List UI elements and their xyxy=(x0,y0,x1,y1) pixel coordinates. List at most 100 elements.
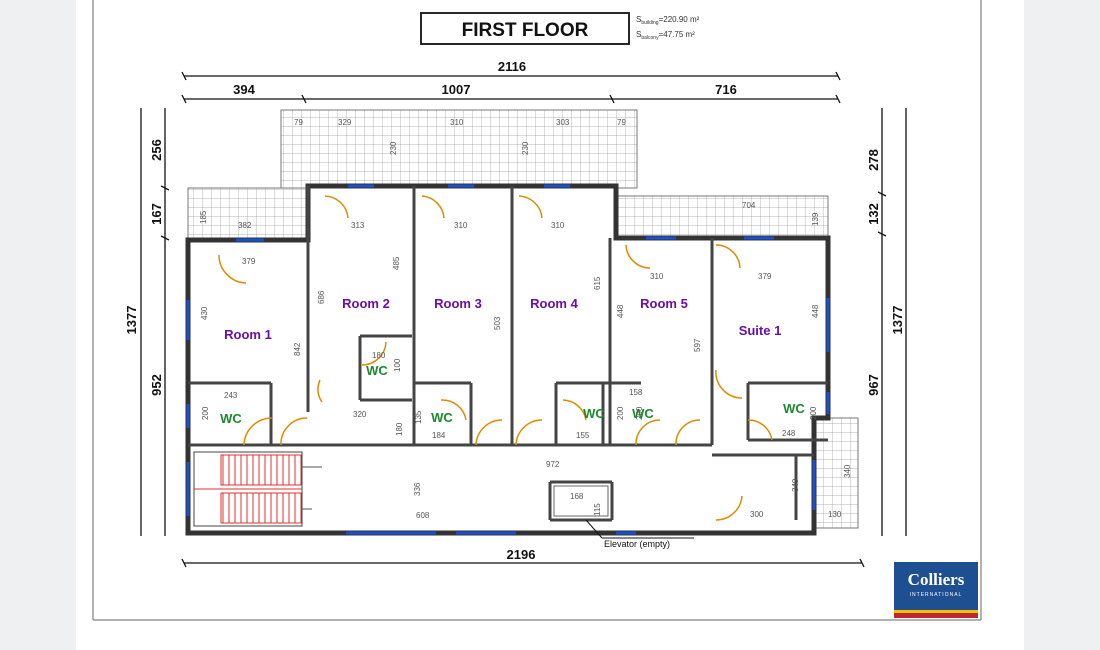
elevator-shaft xyxy=(553,485,609,517)
svg-text:300: 300 xyxy=(750,510,764,519)
right-dimensions xyxy=(877,108,907,536)
svg-text:79: 79 xyxy=(617,118,626,127)
svg-text:597: 597 xyxy=(693,338,702,352)
dim-right-c: 967 xyxy=(866,374,881,396)
left-dimensions xyxy=(140,108,170,536)
title-block: FIRST FLOOR Sbuilding=220.90 m² Sbalcony… xyxy=(420,12,700,45)
dim-top-right: 716 xyxy=(715,82,737,97)
dim-right-a: 278 xyxy=(866,149,881,171)
elevator-note: Elevator (empty) xyxy=(585,519,694,549)
svg-text:180: 180 xyxy=(372,351,386,360)
svg-text:310: 310 xyxy=(450,118,464,127)
svg-text:310: 310 xyxy=(454,221,468,230)
svg-text:336: 336 xyxy=(413,482,422,496)
svg-text:313: 313 xyxy=(351,221,365,230)
svg-text:230: 230 xyxy=(521,141,530,155)
balcony-left xyxy=(187,187,309,241)
svg-text:100: 100 xyxy=(393,358,402,372)
svg-text:503: 503 xyxy=(493,316,502,330)
room-2-label: Room 2 xyxy=(342,296,390,311)
svg-text:842: 842 xyxy=(293,342,302,356)
room-1-label: Room 1 xyxy=(224,327,272,342)
svg-text:243: 243 xyxy=(224,391,238,400)
wc-suite-1-label: WC xyxy=(783,401,805,416)
area-building-label: Sbuilding=220.90 m² xyxy=(636,15,700,26)
doors xyxy=(218,195,773,521)
plan-title: FIRST FLOOR xyxy=(462,20,589,41)
svg-text:158: 158 xyxy=(629,388,643,397)
svg-text:135: 135 xyxy=(414,410,423,424)
wc-room-2-label: WC xyxy=(366,363,388,378)
area-balcony-label: Sbalcony=47.75 m² xyxy=(636,30,695,41)
dim-left-a: 256 xyxy=(149,139,164,161)
balcony-top xyxy=(280,109,638,189)
svg-text:200: 200 xyxy=(201,406,210,420)
elevator-note-text: Elevator (empty) xyxy=(604,539,670,549)
room-4-label: Room 4 xyxy=(530,296,578,311)
svg-text:200: 200 xyxy=(616,406,625,420)
dim-top-left: 394 xyxy=(233,82,255,97)
wc-room-3-label: WC xyxy=(431,410,453,425)
svg-text:972: 972 xyxy=(546,460,560,469)
svg-text:382: 382 xyxy=(238,221,252,230)
svg-text:180: 180 xyxy=(395,422,404,436)
svg-text:704: 704 xyxy=(742,201,756,210)
colliers-logo: Colliers INTERNATIONAL xyxy=(894,562,978,618)
inner-dimensions: 79 329 310 303 79 230 230 382 185 704 13… xyxy=(199,118,852,520)
svg-text:139: 139 xyxy=(811,212,820,226)
svg-text:485: 485 xyxy=(392,256,401,270)
interior-walls xyxy=(188,186,828,522)
windows xyxy=(186,184,830,535)
dim-left-c: 952 xyxy=(149,374,164,396)
svg-text:608: 608 xyxy=(416,511,430,520)
svg-text:200: 200 xyxy=(635,406,644,420)
svg-text:349: 349 xyxy=(791,478,800,492)
svg-text:168: 168 xyxy=(570,492,584,501)
svg-text:320: 320 xyxy=(353,410,367,419)
dim-right-b: 132 xyxy=(866,203,881,225)
svg-text:615: 615 xyxy=(593,276,602,290)
svg-text:155: 155 xyxy=(576,431,590,440)
svg-text:79: 79 xyxy=(294,118,303,127)
dim-total-top: 2116 xyxy=(498,59,526,74)
svg-text:184: 184 xyxy=(432,431,446,440)
floor-plan-drawing: FIRST FLOOR Sbuilding=220.90 m² Sbalcony… xyxy=(92,0,982,621)
svg-text:310: 310 xyxy=(551,221,565,230)
svg-text:Colliers: Colliers xyxy=(908,570,965,589)
wc-room-1-label: WC xyxy=(220,411,242,426)
wc-room-4-label: WC xyxy=(583,406,605,421)
svg-text:115: 115 xyxy=(593,503,602,516)
room-3-label: Room 3 xyxy=(434,296,482,311)
svg-text:379: 379 xyxy=(758,272,772,281)
svg-text:329: 329 xyxy=(338,118,352,127)
svg-text:200: 200 xyxy=(809,406,818,420)
svg-text:379: 379 xyxy=(242,257,256,266)
svg-text:448: 448 xyxy=(811,304,820,318)
svg-text:130: 130 xyxy=(828,510,842,519)
staircase xyxy=(193,451,322,527)
top-dimensions xyxy=(181,71,841,104)
balcony-corner xyxy=(813,417,859,529)
svg-text:INTERNATIONAL: INTERNATIONAL xyxy=(910,592,963,598)
dim-right-total: 1377 xyxy=(890,306,905,335)
svg-text:248: 248 xyxy=(782,429,796,438)
suite-1-label: Suite 1 xyxy=(739,323,782,338)
dim-top-mid: 1007 xyxy=(442,82,471,97)
svg-text:185: 185 xyxy=(199,210,208,224)
wc-room-5-label: WC xyxy=(632,406,654,421)
svg-text:686: 686 xyxy=(317,290,326,304)
bottom-dimension xyxy=(181,558,865,568)
floor-plan-page: FIRST FLOOR Sbuilding=220.90 m² Sbalcony… xyxy=(76,0,1024,650)
dim-left-b: 167 xyxy=(149,203,164,225)
svg-text:340: 340 xyxy=(843,464,852,478)
dim-left-total: 1377 xyxy=(124,306,139,335)
svg-text:310: 310 xyxy=(650,272,664,281)
balcony-right xyxy=(615,195,829,241)
svg-text:430: 430 xyxy=(200,306,209,320)
svg-text:448: 448 xyxy=(616,304,625,318)
dim-total-bottom: 2196 xyxy=(507,547,536,562)
svg-text:230: 230 xyxy=(389,141,398,155)
svg-text:303: 303 xyxy=(556,118,570,127)
room-5-label: Room 5 xyxy=(640,296,688,311)
